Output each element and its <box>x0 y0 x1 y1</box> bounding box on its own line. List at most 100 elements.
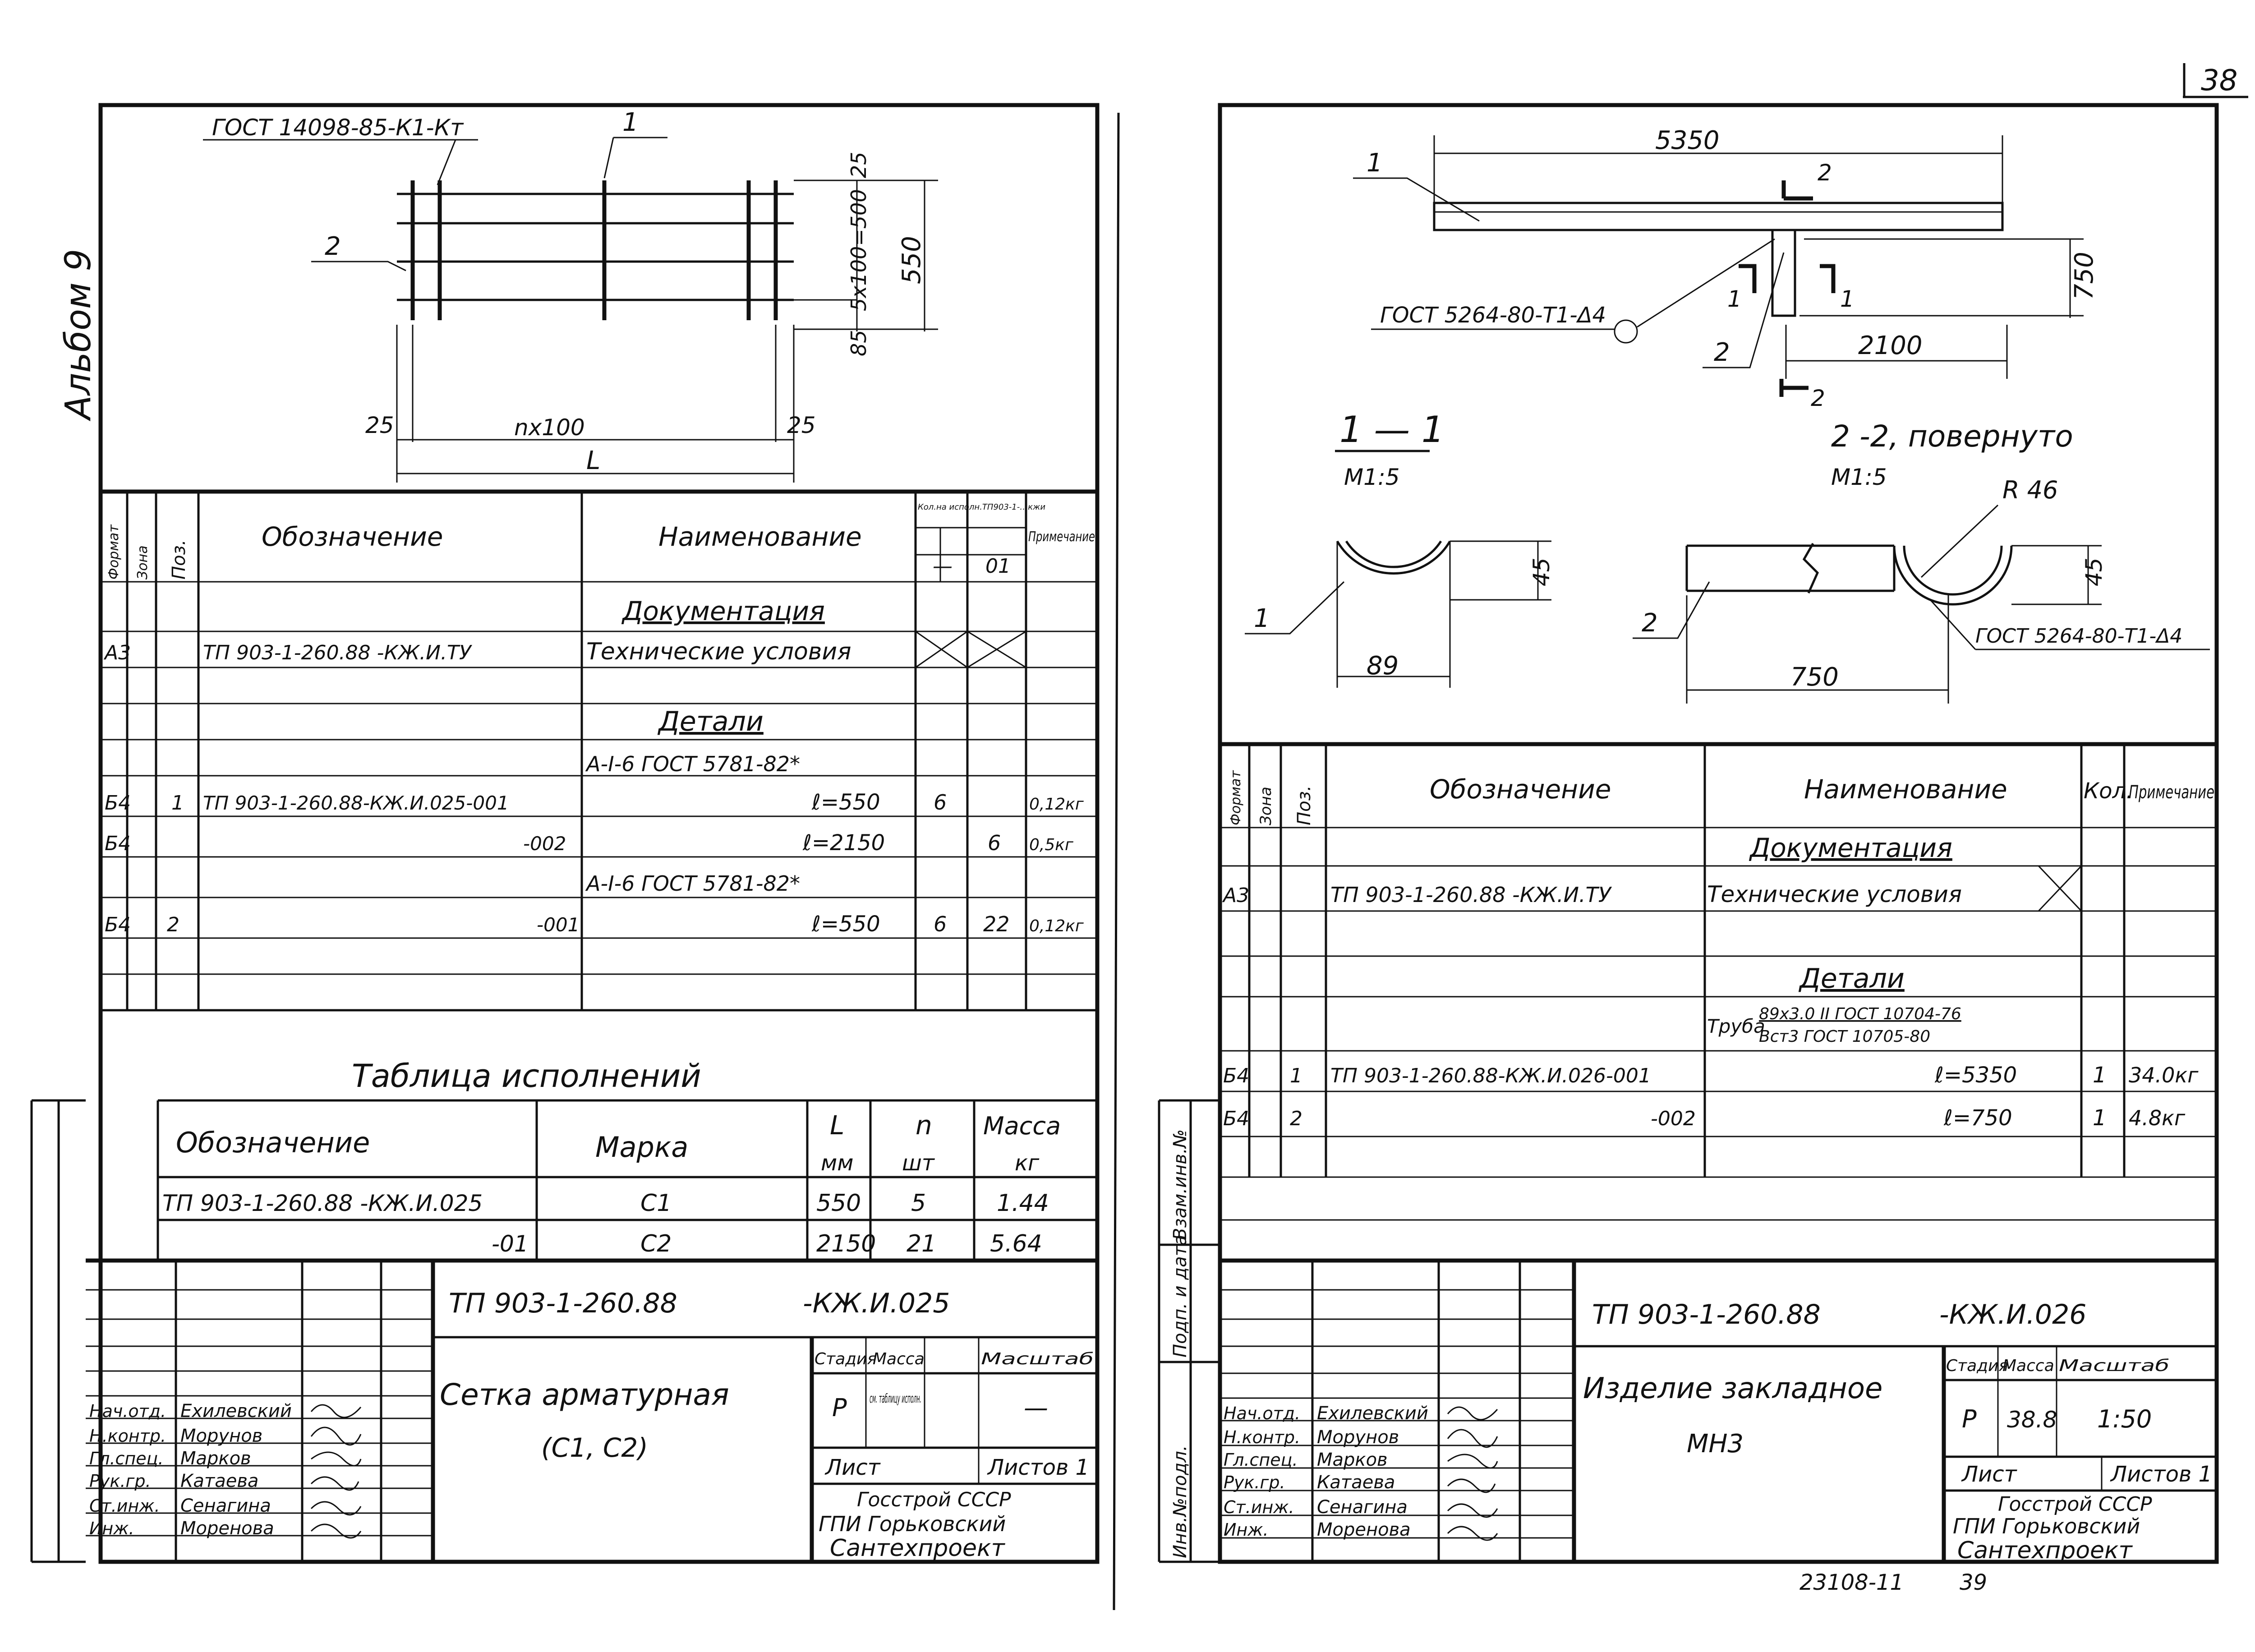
spec-row-name: ℓ=550 <box>811 790 880 815</box>
embed-item-drawing: 5350 1 2 750 2100 2 1 1 2 ГОСТ 5264-80-Т… <box>1245 126 2210 704</box>
gost-label: ГОСТ 14098-85-К1-Кт <box>212 115 464 141</box>
tb-staff-role: Гл.спец. <box>1224 1450 1298 1470</box>
sec11-h: 45 <box>1528 557 1555 586</box>
spec-row-note: 0,5кг <box>1029 836 1074 854</box>
embed-section-mark-top: 2 <box>1818 160 1832 186</box>
tb-staff-role: Инж. <box>89 1519 134 1538</box>
variants-row-mass: 1.44 <box>997 1190 1049 1217</box>
spec-row-pos: 2 <box>167 913 179 936</box>
sec11-pos1: 1 <box>1254 604 1270 633</box>
r-spec-h-name: Наименование <box>1804 774 2007 805</box>
tb-staff-role: Нач.отд. <box>89 1401 166 1421</box>
spec-h-pos: Поз. <box>169 539 189 580</box>
right-title-block: ТП 903-1-260.88 -КЖ.И.026 Изделие заклад… <box>30 1099 2217 1564</box>
r-spec-h-note: Примечание <box>2129 782 2214 803</box>
spec-row: Б4 2 -002 ℓ=750 1 4.8кг <box>1223 1105 2186 1131</box>
spec-row-designation: ТП 903-1-260.88-КЖ.И.026-001 <box>1330 1064 1651 1087</box>
left-sheet-frame <box>98 103 1100 1564</box>
spec-row-qty: 1 <box>2093 1105 2107 1131</box>
tb-org1: Госстрой СССР <box>857 1488 1011 1511</box>
spec-row-qb: 22 <box>983 912 1010 936</box>
tb-sheets: Листов 1 <box>2110 1462 2212 1487</box>
archive-page: 39 <box>1960 1570 1987 1595</box>
tb-scale: — <box>1024 1394 1048 1422</box>
page-number: 38 <box>2201 64 2237 97</box>
sec22-w: 750 <box>1790 663 1839 692</box>
tb-staff-name: Морунов <box>1317 1427 1399 1448</box>
variants-h-designation: Обозначение <box>176 1126 370 1159</box>
tb-staff-name: Моренова <box>180 1518 274 1539</box>
embed-dim-offset: 2100 <box>1858 331 1923 360</box>
side-stamp-inv: Инв.№подл. <box>1170 1445 1191 1558</box>
tb-staff-name: Моренова <box>1317 1519 1411 1540</box>
spec-row-name: ℓ=2150 <box>802 830 885 856</box>
r-spec-h-designation: Обозначение <box>1430 774 1611 805</box>
spec-row: Б4 -002 ℓ=2150 6 0,5кг <box>105 830 1074 856</box>
tb-org3: Сантехпроект <box>1957 1537 2133 1564</box>
tb-staff-name: Ехилевский <box>1317 1403 1428 1424</box>
sec22-pos2: 2 <box>1642 608 1658 638</box>
spec-h-designation: Обозначение <box>262 521 443 552</box>
tb-staff-role: Гл.спец. <box>89 1449 164 1468</box>
tb-org2: ГПИ Горьковский <box>1953 1514 2140 1538</box>
tb-scale: 1:50 <box>2097 1405 2152 1433</box>
spec-h-qty-a: — <box>933 555 953 578</box>
tb-name1: Изделие закладное <box>1583 1372 1882 1405</box>
spec-row-format: Б4 <box>1223 1064 1249 1087</box>
tb-staff-name: Катаева <box>1317 1472 1395 1493</box>
spec-row-designation: -002 <box>523 833 566 855</box>
tb-org3: Сантехпроект <box>830 1535 1005 1562</box>
spec-h-qty: Кол.на исполн.ТП903-1-…кжи <box>918 502 1045 512</box>
variants-row-mark: С2 <box>640 1230 672 1257</box>
variants-row-designation: ТП 903-1-260.88 -КЖ.И.025 <box>162 1190 483 1216</box>
r-spec-pipe-top: 89х3.0 II ГОСТ 10704-76 <box>1759 1005 1961 1023</box>
left-title-block: ТП 903-1-260.88 -КЖ.И.025 Сетка арматурн… <box>86 1258 1097 1562</box>
r-spec-pipe-label: Труба <box>1707 1015 1765 1037</box>
variants-h-l: L <box>830 1110 844 1141</box>
embed-weld-label: ГОСТ 5264-80-Т1-Δ4 <box>1380 303 1606 328</box>
tb-h-scale: Масштаб <box>2059 1357 2169 1375</box>
tb-mass: 38.8 <box>2007 1407 2057 1433</box>
embed-pos2: 2 <box>1714 338 1730 367</box>
sec11-title: 1 — 1 <box>1339 409 1445 451</box>
r-spec-pipe-bottom: Вст3 ГОСТ 10705-80 <box>1759 1027 1930 1046</box>
spec-row: Б4 1 ТП 903-1-260.88-КЖ.И.026-001 ℓ=5350… <box>1223 1063 2199 1088</box>
variants-row-mass: 5.64 <box>990 1230 1042 1257</box>
tb-h-stage: Стадия <box>815 1350 877 1368</box>
variants-title: Таблица исполнений <box>352 1058 701 1095</box>
left-spec-table: Формат Зона Поз. Обозначение Наименовани… <box>101 489 1097 1012</box>
r-spec-h-pos: Поз. <box>1294 785 1315 825</box>
tb-sheet: Лист <box>1961 1462 2018 1487</box>
tb-name2: (С1, С2) <box>541 1432 648 1463</box>
r-spec-docs-designation: ТП 903-1-260.88 -КЖ.И.ТУ <box>1330 883 1612 907</box>
variants-h-mass: Масса <box>983 1112 1061 1140</box>
r-spec-docs-name: Технические условия <box>1707 881 1962 907</box>
signatures <box>1447 1406 1498 1541</box>
mesh-pos2: 2 <box>325 232 341 261</box>
spec-row-note: 34.0кг <box>2129 1063 2199 1087</box>
mesh-dim-total: L <box>586 446 600 475</box>
tb-h-mass: Масса <box>873 1350 925 1368</box>
r-spec-h-zone: Зона <box>1257 787 1275 825</box>
spec-row-note: 4.8кг <box>2129 1106 2186 1130</box>
tb-sheets: Листов 1 <box>987 1455 1089 1480</box>
tb-staff-name: Катаева <box>180 1471 258 1491</box>
spec-row-format: Б4 <box>105 913 131 936</box>
spec-material2: А-I-6 ГОСТ 5781-82* <box>585 871 800 896</box>
variants-row-n: 5 <box>911 1190 926 1217</box>
spec-row-qb: 6 <box>988 831 1001 855</box>
signatures <box>310 1404 362 1539</box>
sec22-weld: ГОСТ 5264-80-Т1-Δ4 <box>1975 625 2182 648</box>
tb-staff-name: Сенагина <box>180 1496 271 1516</box>
sec22-r: R 46 <box>2002 476 2058 504</box>
tb-h-mass: Масса <box>2002 1357 2054 1375</box>
spec-row-pos: 1 <box>171 791 184 814</box>
r-spec-h-qty: Кол. <box>2084 778 2133 804</box>
spec-row-designation: -002 <box>1651 1107 1696 1130</box>
tb-mass: см. таблицу исполн. <box>870 1391 921 1406</box>
spec-sec-docs: Документация <box>621 596 825 626</box>
tb-staff-role: Ст.инж. <box>89 1496 160 1516</box>
spec-row-qa: 6 <box>934 790 947 814</box>
mesh-dim-bottom: 85 <box>847 330 871 356</box>
